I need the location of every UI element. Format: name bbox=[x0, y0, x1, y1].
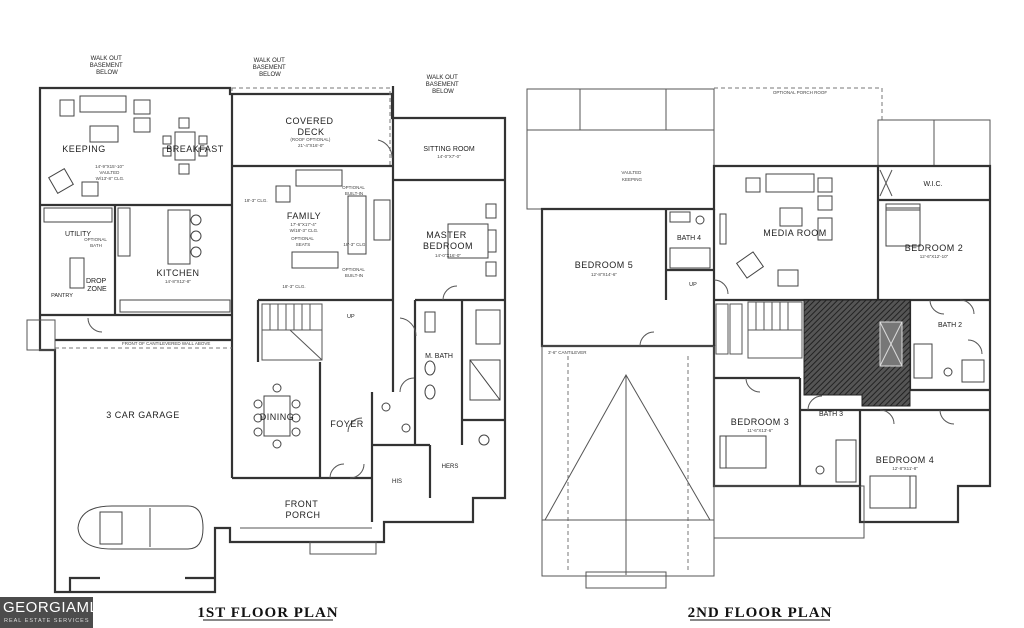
family-furniture bbox=[275, 169, 391, 269]
master-bedroom-dimensions: 14'-0"X16'-0" bbox=[435, 253, 461, 258]
stairs-up-label-first: UP bbox=[347, 314, 355, 320]
room-label-3-car-garage: 3 CAR GARAGE bbox=[106, 410, 180, 420]
watermark-tagline: REAL ESTATE SERVICES bbox=[4, 618, 90, 624]
covered-deck-dimensions: (ROOF OPTIONAL) 21'-4"X16'-0" bbox=[290, 137, 331, 148]
second-floor-stairs bbox=[715, 301, 803, 359]
room-label-drop-zone: DROP ZONE bbox=[86, 278, 108, 293]
media-room-furniture bbox=[719, 173, 833, 287]
room-label-m-bath: M. BATH bbox=[425, 353, 453, 360]
family-ceiling-note-3: 18'-3" CLG. bbox=[282, 284, 305, 289]
optional-porch-roof-outline bbox=[714, 87, 883, 120]
room-label-utility: UTILITY bbox=[65, 231, 91, 238]
room-label-bath4: BATH 4 bbox=[677, 235, 701, 242]
room-label-breakfast: BREAKFAST bbox=[166, 144, 224, 154]
bedroom4-bed bbox=[869, 475, 917, 509]
room-label-kitchen: KITCHEN bbox=[156, 268, 199, 278]
room-label-media-room: MEDIA ROOM bbox=[763, 228, 827, 238]
room-label-bath2: BATH 2 bbox=[938, 322, 962, 329]
dining-table bbox=[253, 383, 301, 449]
room-label-dining: DINING bbox=[260, 412, 295, 422]
room-label-hers-closet: HERS bbox=[442, 464, 459, 470]
room-label-wic: W.I.C. bbox=[923, 181, 942, 188]
family-ceiling-note-2: 18'-3" CLG. bbox=[343, 242, 366, 247]
keeping-dimensions: 14'-9"X15'-10" VAULTED W/13'-8" CLG. bbox=[95, 164, 125, 181]
garage-roof-area bbox=[541, 345, 715, 577]
walkout-label-mid: WALK OUT BASEMENT BELOW bbox=[253, 58, 288, 78]
garage-side-landing bbox=[26, 319, 56, 351]
bedroom3-bed bbox=[719, 435, 767, 469]
door-swings-second bbox=[639, 279, 983, 425]
georgiamls-watermark-logo: GEORGIAMLS REAL ESTATE SERVICES bbox=[0, 597, 108, 628]
stair-landing-hatch bbox=[803, 299, 911, 407]
family-dimensions: 17'-6"X17'-4" W/18'-3" CLG. bbox=[290, 222, 319, 233]
first-floor-labels: WALK OUT BASEMENT BELOW WALK OUT BASEMEN… bbox=[51, 56, 475, 520]
optional-builtin-note-1: OPTIONAL BUILT-IN bbox=[342, 185, 366, 196]
second-floor-plan: OPTIONAL PORCH ROOF VAULTED KEEPING W.I.… bbox=[526, 87, 992, 621]
watermark-brand: GEORGIAMLS bbox=[3, 599, 109, 616]
room-label-bedroom3: BEDROOM 3 bbox=[731, 417, 790, 427]
stairs-up-label-second: UP bbox=[689, 282, 697, 288]
room-label-pantry: PANTRY bbox=[51, 293, 73, 299]
second-floor-labels: OPTIONAL PORCH ROOF VAULTED KEEPING W.I.… bbox=[548, 90, 963, 471]
room-label-covered-deck: COVERED DECK bbox=[285, 116, 336, 137]
room-label-family: FAMILY bbox=[287, 211, 321, 221]
first-floor-plan-title: 1ST FLOOR PLAN bbox=[197, 605, 338, 621]
bath2-fixtures bbox=[913, 343, 985, 383]
bedroom5-dimensions: 12'-8"X14'-6" bbox=[591, 272, 617, 277]
kitchen-fixtures bbox=[43, 207, 231, 313]
room-label-sitting-room: SITTING ROOM bbox=[423, 146, 475, 153]
garage-car-icon bbox=[77, 505, 204, 550]
optional-bath-note: OPTIONAL BATH bbox=[84, 237, 108, 248]
door-swings-first bbox=[87, 139, 458, 479]
breakfast-table bbox=[162, 117, 208, 175]
master-bed bbox=[447, 203, 497, 277]
room-label-keeping: KEEPING bbox=[62, 144, 106, 154]
walkout-label-right: WALK OUT BASEMENT BELOW bbox=[426, 75, 461, 95]
bedroom4-dimensions: 12'-8"X11'-8" bbox=[892, 466, 918, 471]
room-label-foyer: FOYER bbox=[330, 419, 364, 429]
vaulted-keeping-note: VAULTED KEEPING bbox=[621, 170, 642, 182]
second-floor-plan-title: 2ND FLOOR PLAN bbox=[688, 605, 833, 621]
bedroom2-bed bbox=[885, 203, 921, 247]
family-ceiling-note-1: 18'-3" CLG. bbox=[244, 198, 267, 203]
room-label-front-porch: FRONT PORCH bbox=[285, 499, 321, 520]
keeping-furniture bbox=[48, 95, 151, 197]
room-label-bedroom4: BEDROOM 4 bbox=[876, 455, 935, 465]
master-bath-fixtures bbox=[381, 309, 501, 446]
room-label-bedroom5: BEDROOM 5 bbox=[575, 260, 634, 270]
kitchen-dimensions: 14'-8"X12'-8" bbox=[165, 279, 191, 284]
optional-builtin-note-2: OPTIONAL BUILT-IN bbox=[342, 267, 366, 278]
first-floor-plan: WALK OUT BASEMENT BELOW WALK OUT BASEMEN… bbox=[26, 56, 507, 621]
bath4-fixtures bbox=[669, 211, 711, 269]
room-label-bath3: BATH 3 bbox=[819, 411, 843, 418]
room-label-master-bedroom: MASTER BEDROOM bbox=[423, 230, 473, 251]
room-label-his-closet: HIS bbox=[392, 479, 402, 485]
optional-seats-note: OPTIONAL SEATS bbox=[291, 236, 315, 247]
bedroom3-dimensions: 11'-6"X13'-6" bbox=[747, 428, 773, 433]
sitting-room-dimensions: 14'-0"X7'-0" bbox=[437, 154, 461, 159]
vaulted-keeping-open-area bbox=[526, 88, 715, 210]
cantilever-front-note: FRONT OF CANTILEVERED WALL ABOVE bbox=[122, 341, 210, 346]
walkout-label-left: WALK OUT BASEMENT BELOW bbox=[90, 56, 125, 76]
bedroom2-dimensions: 12'-6"X12'-10" bbox=[920, 254, 949, 259]
cantilever-note: 3'-6" CANTILEVER bbox=[548, 350, 587, 355]
bath3-fixtures bbox=[815, 439, 857, 483]
first-floor-stairs bbox=[261, 303, 323, 361]
room-label-bedroom2: BEDROOM 2 bbox=[905, 243, 964, 253]
optional-porch-roof-note: OPTIONAL PORCH ROOF bbox=[773, 90, 828, 95]
